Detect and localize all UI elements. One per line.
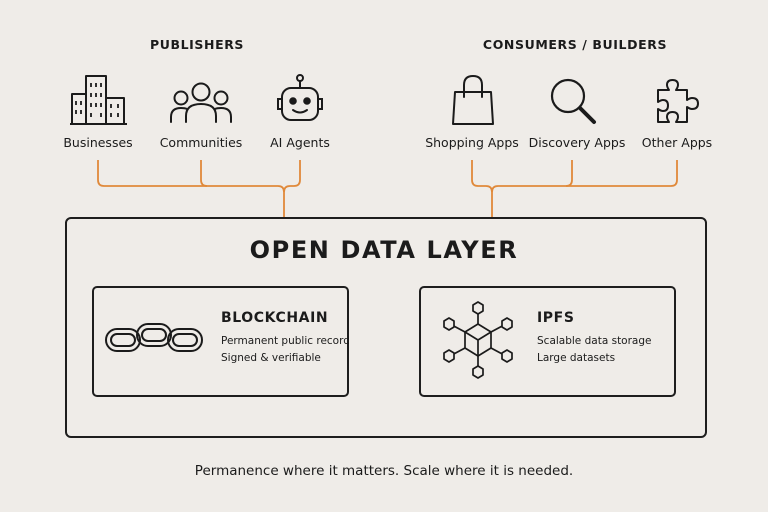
ipfs-line-2: Large datasets: [537, 352, 616, 364]
robot-icon: [275, 74, 327, 124]
network-cube-icon: [438, 300, 518, 382]
open-data-layer-title: OPEN DATA LAYER: [249, 236, 519, 264]
blockchain-line-2: Signed & verifiable: [221, 352, 321, 364]
blockchain-title: BLOCKCHAIN: [221, 310, 329, 326]
puzzle-piece-icon: [656, 78, 702, 126]
magnifier-icon: [549, 77, 599, 125]
buildings-icon: [70, 74, 128, 126]
consumer-label-shopping-apps: Shopping Apps: [425, 135, 519, 150]
people-icon: [170, 82, 232, 124]
chain-links-icon: [104, 322, 204, 358]
consumers-title: CONSUMERS / BUILDERS: [482, 37, 668, 52]
consumer-label-discovery-apps: Discovery Apps: [528, 135, 626, 150]
blockchain-card: [92, 286, 349, 397]
publisher-label-communities: Communities: [159, 135, 243, 150]
tagline: Permanence where it matters. Scale where…: [194, 463, 574, 479]
ipfs-title: IPFS: [537, 310, 575, 326]
shopping-bag-icon: [451, 74, 495, 126]
ipfs-line-1: Scalable data storage: [537, 335, 652, 347]
publisher-label-ai-agents: AI Agents: [270, 135, 330, 150]
blockchain-line-1: Permanent public record: [221, 335, 350, 347]
publisher-label-businesses: Businesses: [63, 135, 133, 150]
consumer-label-other-apps: Other Apps: [641, 135, 713, 150]
ipfs-card: [419, 286, 676, 397]
open-data-layer-box: [65, 217, 707, 438]
publishers-title: PUBLISHERS: [149, 37, 245, 52]
